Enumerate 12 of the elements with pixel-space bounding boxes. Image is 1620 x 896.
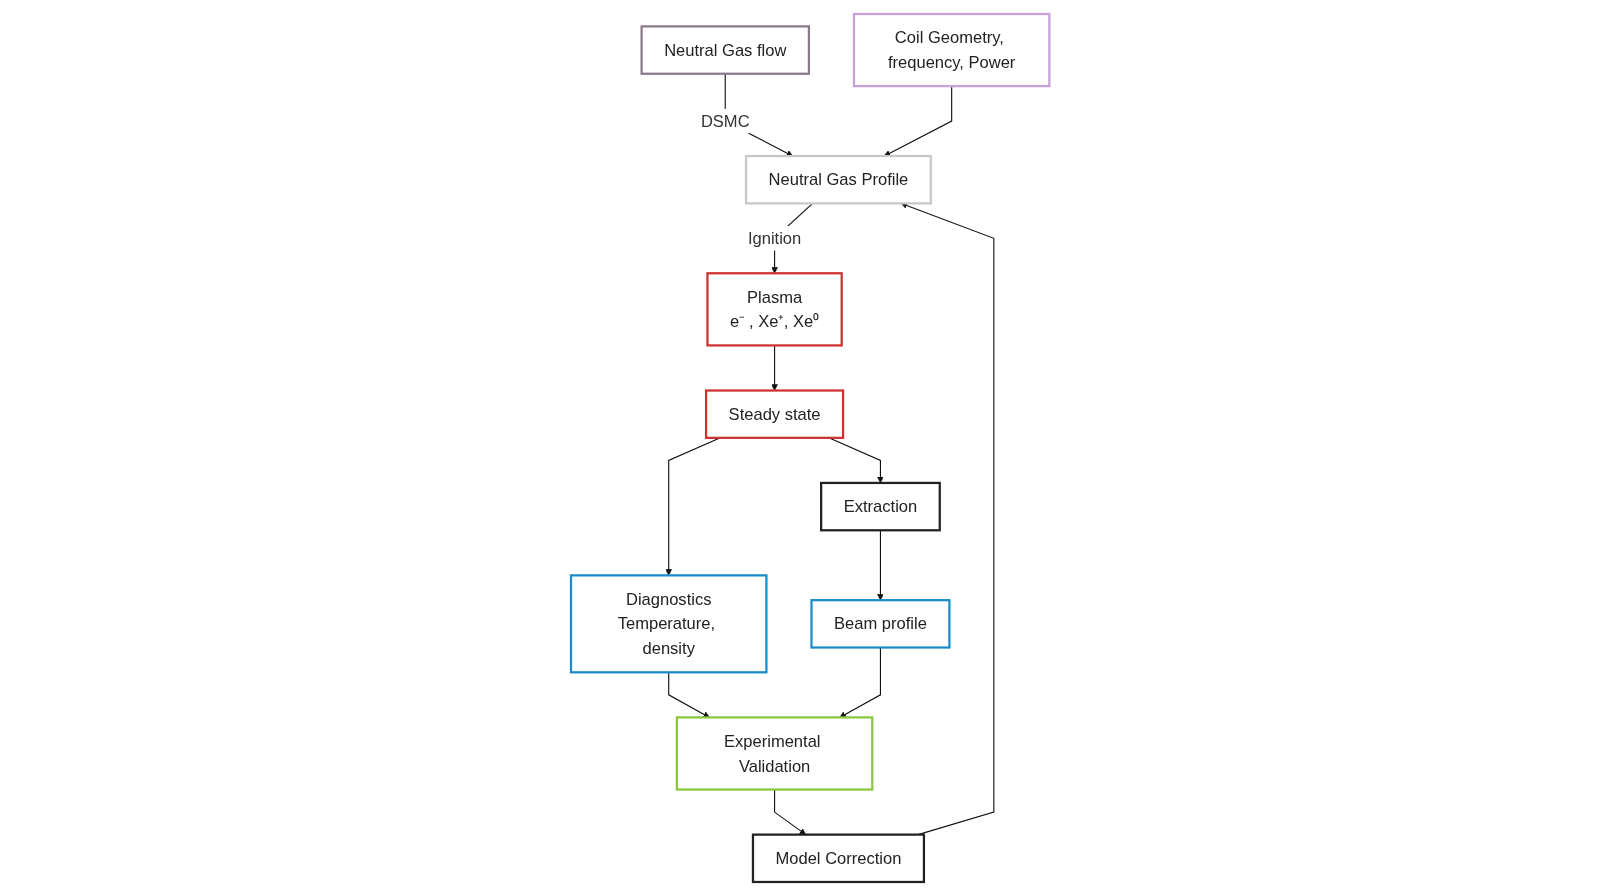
node-box: Plasma e⁻ , Xe⁺, Xe⁰	[706, 272, 843, 347]
edge-label: DSMC	[700, 111, 750, 131]
node-box: Experimental Validation	[675, 716, 874, 791]
node-box: Diagnostics Temperature, density	[569, 574, 768, 674]
node-box: Model Correction	[751, 833, 925, 884]
node-box: Neutral Gas Profile	[744, 154, 932, 205]
node-box: Extraction	[819, 481, 941, 532]
node-box: Steady state	[704, 389, 844, 439]
edge-label: Ignition	[747, 228, 802, 248]
node-box: Neutral Gas flow	[640, 25, 810, 75]
node-box: Beam profile	[810, 599, 951, 649]
node-box: Coil Geometry, frequency, Power	[852, 12, 1051, 88]
